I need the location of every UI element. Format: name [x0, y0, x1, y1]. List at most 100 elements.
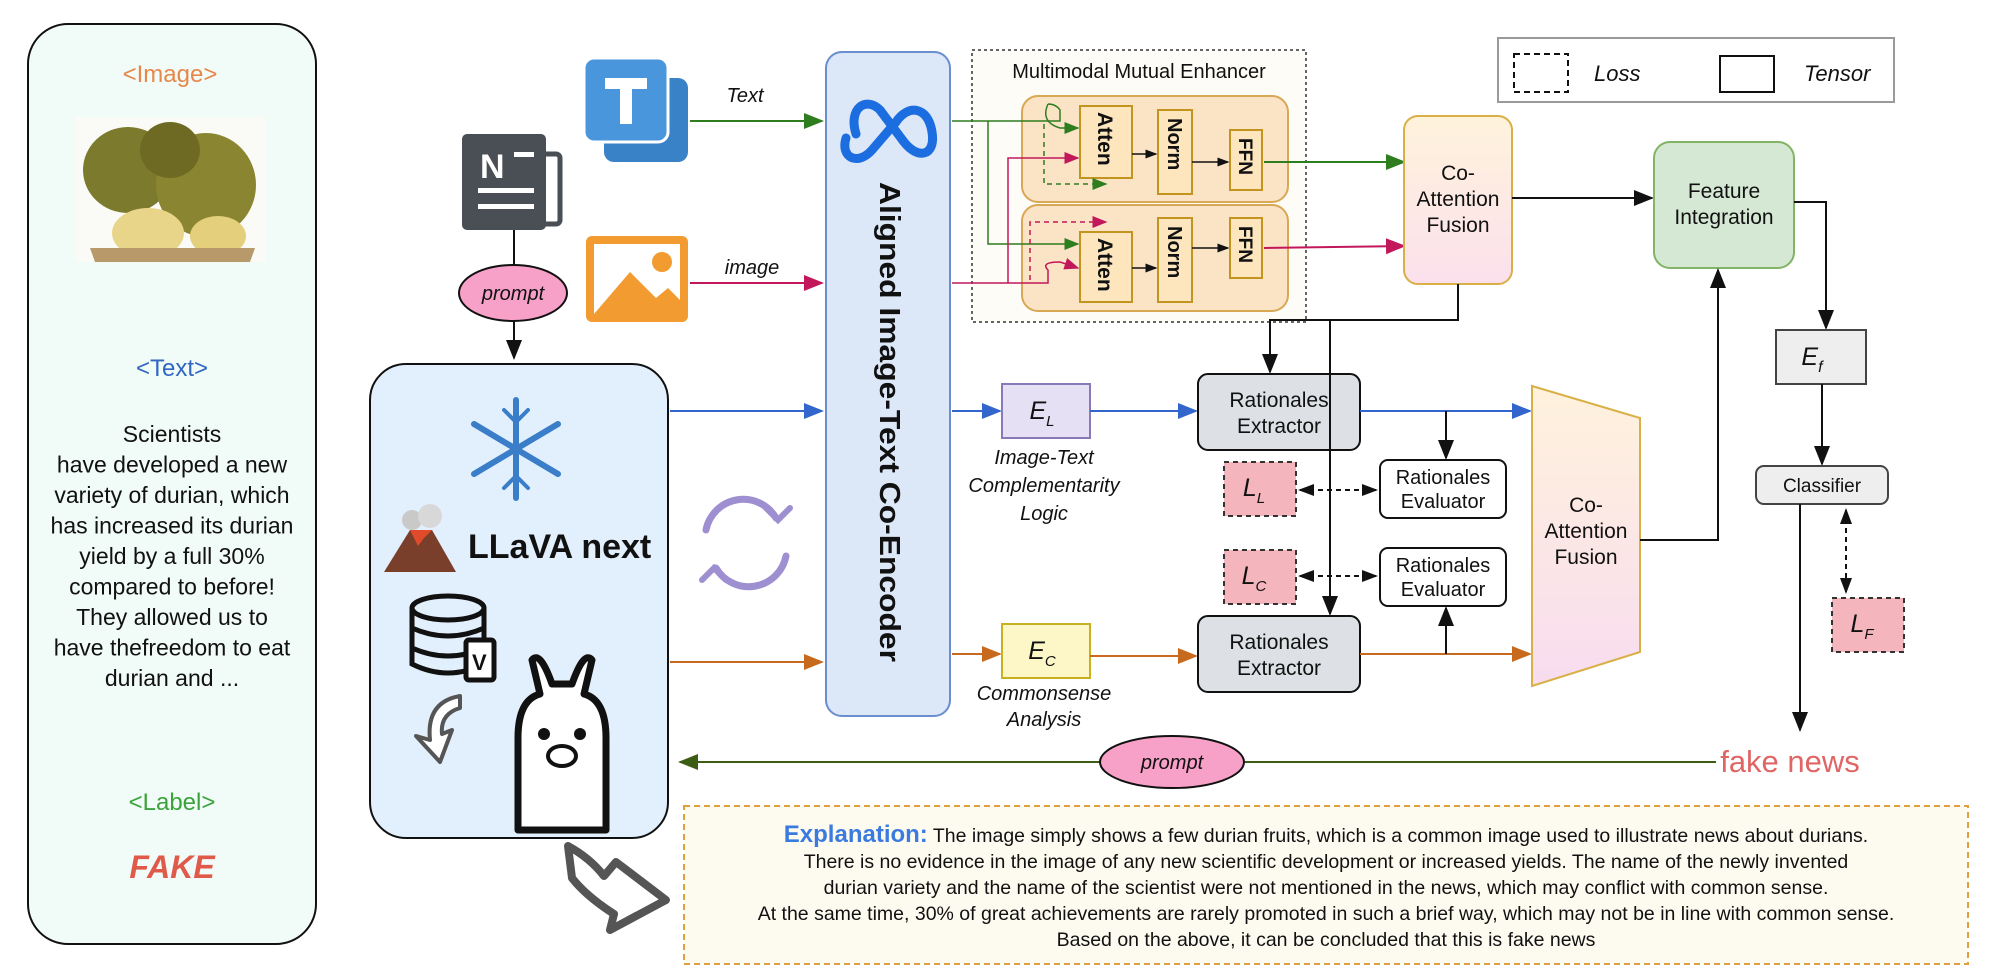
svg-text:V: V: [472, 650, 487, 675]
sample-text-line: has increased its durian: [51, 513, 294, 539]
co-attention-fusion-bottom: Co- Attention Fusion: [1531, 384, 1641, 688]
el-caption-1: Image-Text: [994, 447, 1095, 469]
ef-base: E: [1801, 343, 1818, 371]
curved-arrow-icon: [414, 694, 462, 764]
el-caption-2: Complementarity: [968, 475, 1120, 497]
atten-1: Atten: [1093, 112, 1116, 166]
classifier: Classifier: [1755, 465, 1889, 505]
fusion-bottom-line-1: Co-: [1569, 494, 1603, 517]
rev-top-line-1: Rationales: [1396, 467, 1491, 489]
text-icon: [582, 56, 688, 162]
llama-icon: [514, 654, 610, 834]
explanation-line-5: Based on the above, it can be concluded …: [1057, 929, 1596, 951]
prompt-top-bubble: prompt: [458, 264, 568, 322]
sample-text-line: have thefreedom to eat: [54, 635, 291, 661]
fusion-bottom-line-3: Fusion: [1554, 546, 1617, 569]
lf-loss: LF: [1831, 597, 1905, 653]
prompt-top-label: prompt: [481, 283, 546, 305]
ll-base: L: [1243, 474, 1257, 502]
el-caption-3: Logic: [1020, 503, 1068, 525]
sample-text-line: variety of durian, which: [54, 482, 289, 508]
ec-base: E: [1028, 637, 1045, 665]
svg-text:Explanation: The image simp: Explanation: The image simply shows a fe…: [784, 821, 1868, 848]
ec-sub: C: [1045, 653, 1056, 670]
el-base: E: [1029, 397, 1046, 425]
svg-text:LC: LC: [1242, 562, 1267, 595]
encoder-label: Aligned Image-Text Co-Encoder: [873, 182, 905, 662]
image-icon: [586, 236, 688, 322]
fake-news-label: fake news: [1720, 744, 1860, 779]
text-tag: <Text>: [136, 355, 208, 382]
sample-text-line: have developed a new: [57, 452, 288, 478]
volcano-icon: [384, 504, 456, 572]
ec-caption-2: Analysis: [1006, 709, 1081, 731]
llava-name: LLaVA next: [468, 528, 651, 566]
co-attention-fusion-top: Co- Attention Fusion: [1403, 115, 1513, 285]
fusion-top-line-3: Fusion: [1426, 214, 1489, 237]
rex-top-line-2: Extractor: [1237, 415, 1321, 438]
explanation-line-3: durian variety and the name of the scien…: [824, 877, 1829, 899]
feature-integration-line-1: Feature: [1688, 180, 1760, 203]
image-input-label: image: [725, 257, 779, 279]
ll-loss: LL: [1223, 461, 1297, 517]
fusion-top-line-1: Co-: [1441, 162, 1475, 185]
ec-tensor: EC: [1001, 623, 1091, 679]
sample-text-line: durian and ...: [105, 665, 239, 691]
atten-2: Atten: [1093, 238, 1116, 292]
legend-loss: Loss: [1594, 61, 1640, 86]
lc-loss: LC: [1223, 549, 1297, 605]
svg-text:Ef: Ef: [1801, 343, 1824, 376]
legend: Loss Tensor: [1497, 37, 1895, 103]
ll-sub: L: [1257, 490, 1265, 507]
ef-sub: f: [1818, 359, 1824, 376]
svg-text:LL: LL: [1243, 474, 1265, 507]
mutual-enhancer: Multimodal Mutual Enhancer Atten Norm FF…: [952, 49, 1406, 323]
explanation-line-2: There is no evidence in the image of any…: [804, 851, 1849, 873]
sample-text: Scientists have developed a new variety of…: [51, 421, 294, 691]
fusion-top-line-2: Attention: [1417, 188, 1500, 211]
rev-bottom-line-1: Rationales: [1396, 555, 1491, 577]
norm-2: Norm: [1163, 226, 1185, 278]
rev-top-line-2: Evaluator: [1401, 491, 1486, 513]
feature-integration: Feature Integration: [1653, 141, 1795, 269]
explanation-box: Explanation: The image simply shows a fe…: [683, 805, 1969, 965]
sample-text-line: They allowed us to: [76, 604, 268, 630]
svg-text:N: N: [480, 148, 505, 186]
rationales-extractor-bottom: Rationales Extractor: [1197, 615, 1361, 693]
prompt-bottom-bubble: prompt: [1099, 735, 1245, 789]
rex-bottom-line-1: Rationales: [1229, 631, 1328, 654]
sample-text-line: Scientists: [123, 421, 221, 447]
ffn-1: FFN: [1234, 138, 1255, 175]
lc-base: L: [1242, 562, 1256, 590]
ffn-2: FFN: [1234, 226, 1255, 263]
svg-text:EL: EL: [1029, 397, 1054, 430]
prompt-bottom-label: prompt: [1140, 752, 1205, 774]
image-tag: <Image>: [123, 61, 218, 88]
news-icon: N: [462, 134, 563, 230]
rev-bottom-line-2: Evaluator: [1401, 579, 1486, 601]
ec-caption-1: Commonsense: [977, 683, 1112, 705]
fusion-bottom-line-2: Attention: [1545, 520, 1628, 543]
mme-title: Multimodal Mutual Enhancer: [1012, 61, 1266, 83]
sample-text-line: compared to before!: [69, 574, 275, 600]
lf-base: L: [1850, 610, 1864, 638]
classifier-label: Classifier: [1783, 476, 1862, 497]
rationales-evaluator-bottom: Rationales Evaluator: [1379, 547, 1507, 607]
label-value: FAKE: [129, 849, 216, 885]
sample-text-line: yield by a full 30%: [79, 543, 264, 569]
lf-sub: F: [1864, 626, 1874, 643]
sample-panel: <Image> <Text> Scientists have developed …: [27, 23, 317, 945]
co-encoder: Aligned Image-Text Co-Encoder: [825, 51, 951, 717]
feature-integration-line-2: Integration: [1674, 206, 1773, 229]
database-icon: V: [409, 593, 497, 683]
explanation-line-1: The image simply shows a few durian frui…: [933, 825, 1868, 847]
durian-image: [76, 117, 266, 262]
snowflake-icon: [471, 397, 561, 501]
lc-sub: C: [1256, 578, 1267, 595]
big-arrow-icon: [564, 842, 670, 934]
legend-tensor: Tensor: [1804, 61, 1872, 86]
label-tag: <Label>: [129, 789, 216, 816]
norm-1: Norm: [1163, 118, 1185, 170]
svg-text:EC: EC: [1028, 637, 1056, 670]
ef-tensor: Ef: [1775, 329, 1867, 385]
